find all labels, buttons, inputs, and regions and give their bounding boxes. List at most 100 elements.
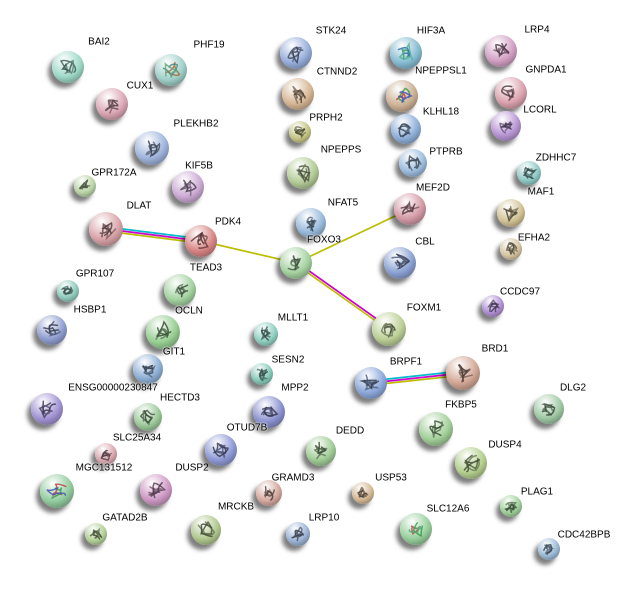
node-CBL[interactable] bbox=[384, 247, 416, 279]
node-USP53[interactable] bbox=[352, 482, 374, 504]
protein-structure-icon bbox=[504, 501, 518, 513]
node-LCORL[interactable] bbox=[491, 111, 521, 141]
node-label-KLHL18: KLHL18 bbox=[422, 106, 460, 118]
protein-structure-icon bbox=[294, 126, 307, 139]
node-STK24[interactable] bbox=[280, 37, 312, 69]
protein-structure-icon bbox=[148, 481, 167, 499]
node-label-STK24: STK24 bbox=[315, 25, 347, 37]
node-PDK4[interactable] bbox=[185, 225, 217, 257]
node-label-GPR107: GPR107 bbox=[75, 268, 115, 280]
edge-FOXO3-FOXM1[interactable] bbox=[296, 261, 391, 329]
protein-structure-icon bbox=[296, 163, 311, 184]
node-CTNND2[interactable] bbox=[282, 78, 314, 110]
node-CDC42BPB[interactable] bbox=[538, 538, 560, 560]
node-GPR107[interactable] bbox=[57, 280, 79, 302]
protein-structure-icon bbox=[499, 121, 514, 134]
protein-structure-icon bbox=[429, 420, 445, 438]
node-label-LCORL: LCORL bbox=[523, 104, 557, 116]
protein-structure-icon bbox=[155, 320, 172, 340]
node-LRP10[interactable] bbox=[286, 522, 310, 546]
protein-structure-icon bbox=[264, 486, 275, 501]
node-label-SLC25A34: SLC25A34 bbox=[112, 432, 162, 444]
node-KLHL18[interactable] bbox=[391, 114, 421, 144]
node-DLAT[interactable] bbox=[89, 212, 123, 246]
protein-structure-icon bbox=[287, 46, 304, 64]
edge-FOXO3-MEF2D[interactable] bbox=[295, 208, 411, 264]
protein-structure-icon bbox=[99, 222, 117, 241]
node-label-MAF1: MAF1 bbox=[527, 186, 555, 198]
node-SLC25A34[interactable] bbox=[95, 443, 117, 465]
node-HSBP1[interactable] bbox=[37, 315, 67, 345]
node-BRD1[interactable] bbox=[446, 356, 480, 390]
protein-structure-icon bbox=[400, 200, 420, 216]
node-label-GNPDA1: GNPDA1 bbox=[525, 64, 567, 76]
protein-structure-icon bbox=[291, 526, 305, 542]
node-NPEPPSL1[interactable] bbox=[386, 80, 418, 112]
node-LRP4[interactable] bbox=[485, 35, 517, 67]
node-MLLT1[interactable] bbox=[254, 322, 278, 346]
node-ENSG00000230847[interactable] bbox=[31, 393, 63, 425]
node-CCDC97[interactable] bbox=[482, 295, 504, 317]
node-GNPDA1[interactable] bbox=[495, 77, 527, 109]
node-OTUD7B[interactable] bbox=[205, 434, 237, 466]
node-DEDD[interactable] bbox=[306, 436, 336, 466]
node-label-LRP4: LRP4 bbox=[524, 24, 550, 36]
node-DUSP2[interactable] bbox=[140, 474, 172, 506]
node-PLAG1[interactable] bbox=[500, 495, 522, 517]
node-label-PLAG1: PLAG1 bbox=[520, 486, 554, 498]
node-OCLN[interactable] bbox=[146, 315, 180, 349]
node-label-PDK4: PDK4 bbox=[214, 216, 242, 228]
node-label-DLG2: DLG2 bbox=[559, 382, 587, 394]
node-label-BAI2: BAI2 bbox=[88, 36, 110, 48]
node-GPR172A[interactable] bbox=[74, 175, 96, 197]
node-NFAT5[interactable] bbox=[296, 208, 326, 238]
node-MRCKB[interactable] bbox=[191, 515, 221, 545]
node-TEAD3[interactable] bbox=[164, 274, 196, 306]
protein-structure-icon bbox=[78, 178, 91, 190]
node-label-DUSP4: DUSP4 bbox=[488, 439, 522, 451]
node-GRAMD3[interactable] bbox=[256, 480, 282, 506]
node-FKBP5[interactable] bbox=[419, 412, 453, 446]
node-SLC12A6[interactable] bbox=[400, 513, 432, 545]
node-PTPRB[interactable] bbox=[399, 149, 427, 177]
protein-structure-icon bbox=[212, 442, 229, 460]
node-SESN2[interactable] bbox=[251, 363, 273, 385]
protein-structure-icon bbox=[503, 206, 520, 223]
node-label-DUSP2: DUSP2 bbox=[175, 462, 209, 474]
node-MPP2[interactable] bbox=[253, 396, 285, 428]
node-HECTD3[interactable] bbox=[134, 403, 162, 431]
protein-structure-icon bbox=[391, 253, 411, 270]
node-label-PTPRB: PTPRB bbox=[429, 146, 463, 158]
node-PLEKHB2[interactable] bbox=[135, 131, 169, 165]
node-MGC131512[interactable] bbox=[40, 474, 74, 508]
protein-structure-icon bbox=[292, 85, 306, 104]
node-CUX1[interactable] bbox=[96, 88, 128, 120]
node-EFHA2[interactable] bbox=[500, 238, 522, 260]
node-HIF3A[interactable] bbox=[390, 37, 422, 69]
node-BAI2[interactable] bbox=[52, 51, 84, 83]
node-DUSP4[interactable] bbox=[455, 447, 487, 479]
node-NPEPPS[interactable] bbox=[287, 157, 319, 189]
protein-structure-icon bbox=[359, 374, 380, 391]
node-PRPH2[interactable] bbox=[289, 121, 311, 143]
node-DLG2[interactable] bbox=[534, 394, 564, 424]
node-MAF1[interactable] bbox=[497, 199, 525, 227]
node-label-EFHA2: EFHA2 bbox=[517, 232, 551, 244]
protein-structure-icon bbox=[397, 41, 414, 61]
node-FOXM1[interactable] bbox=[372, 312, 406, 346]
edge-FOXO3-FOXM1[interactable] bbox=[294, 263, 389, 331]
node-FOXO3[interactable] bbox=[280, 247, 312, 279]
protein-structure-icon bbox=[357, 486, 369, 498]
node-ZDHHC7[interactable] bbox=[517, 161, 541, 185]
node-MEF2D[interactable] bbox=[394, 193, 426, 225]
node-label-MRCKB: MRCKB bbox=[217, 501, 255, 513]
node-GIT1[interactable] bbox=[133, 354, 163, 384]
node-label-GIT1: GIT1 bbox=[162, 346, 186, 358]
node-label-MGC131512: MGC131512 bbox=[75, 462, 133, 474]
node-GATAD2B[interactable] bbox=[85, 523, 107, 545]
node-label-HIF3A: HIF3A bbox=[416, 25, 446, 37]
node-KIF5B[interactable] bbox=[172, 171, 204, 203]
protein-structure-icon bbox=[397, 123, 411, 138]
node-BRPF1[interactable] bbox=[355, 367, 387, 399]
node-PHF19[interactable] bbox=[155, 54, 187, 86]
